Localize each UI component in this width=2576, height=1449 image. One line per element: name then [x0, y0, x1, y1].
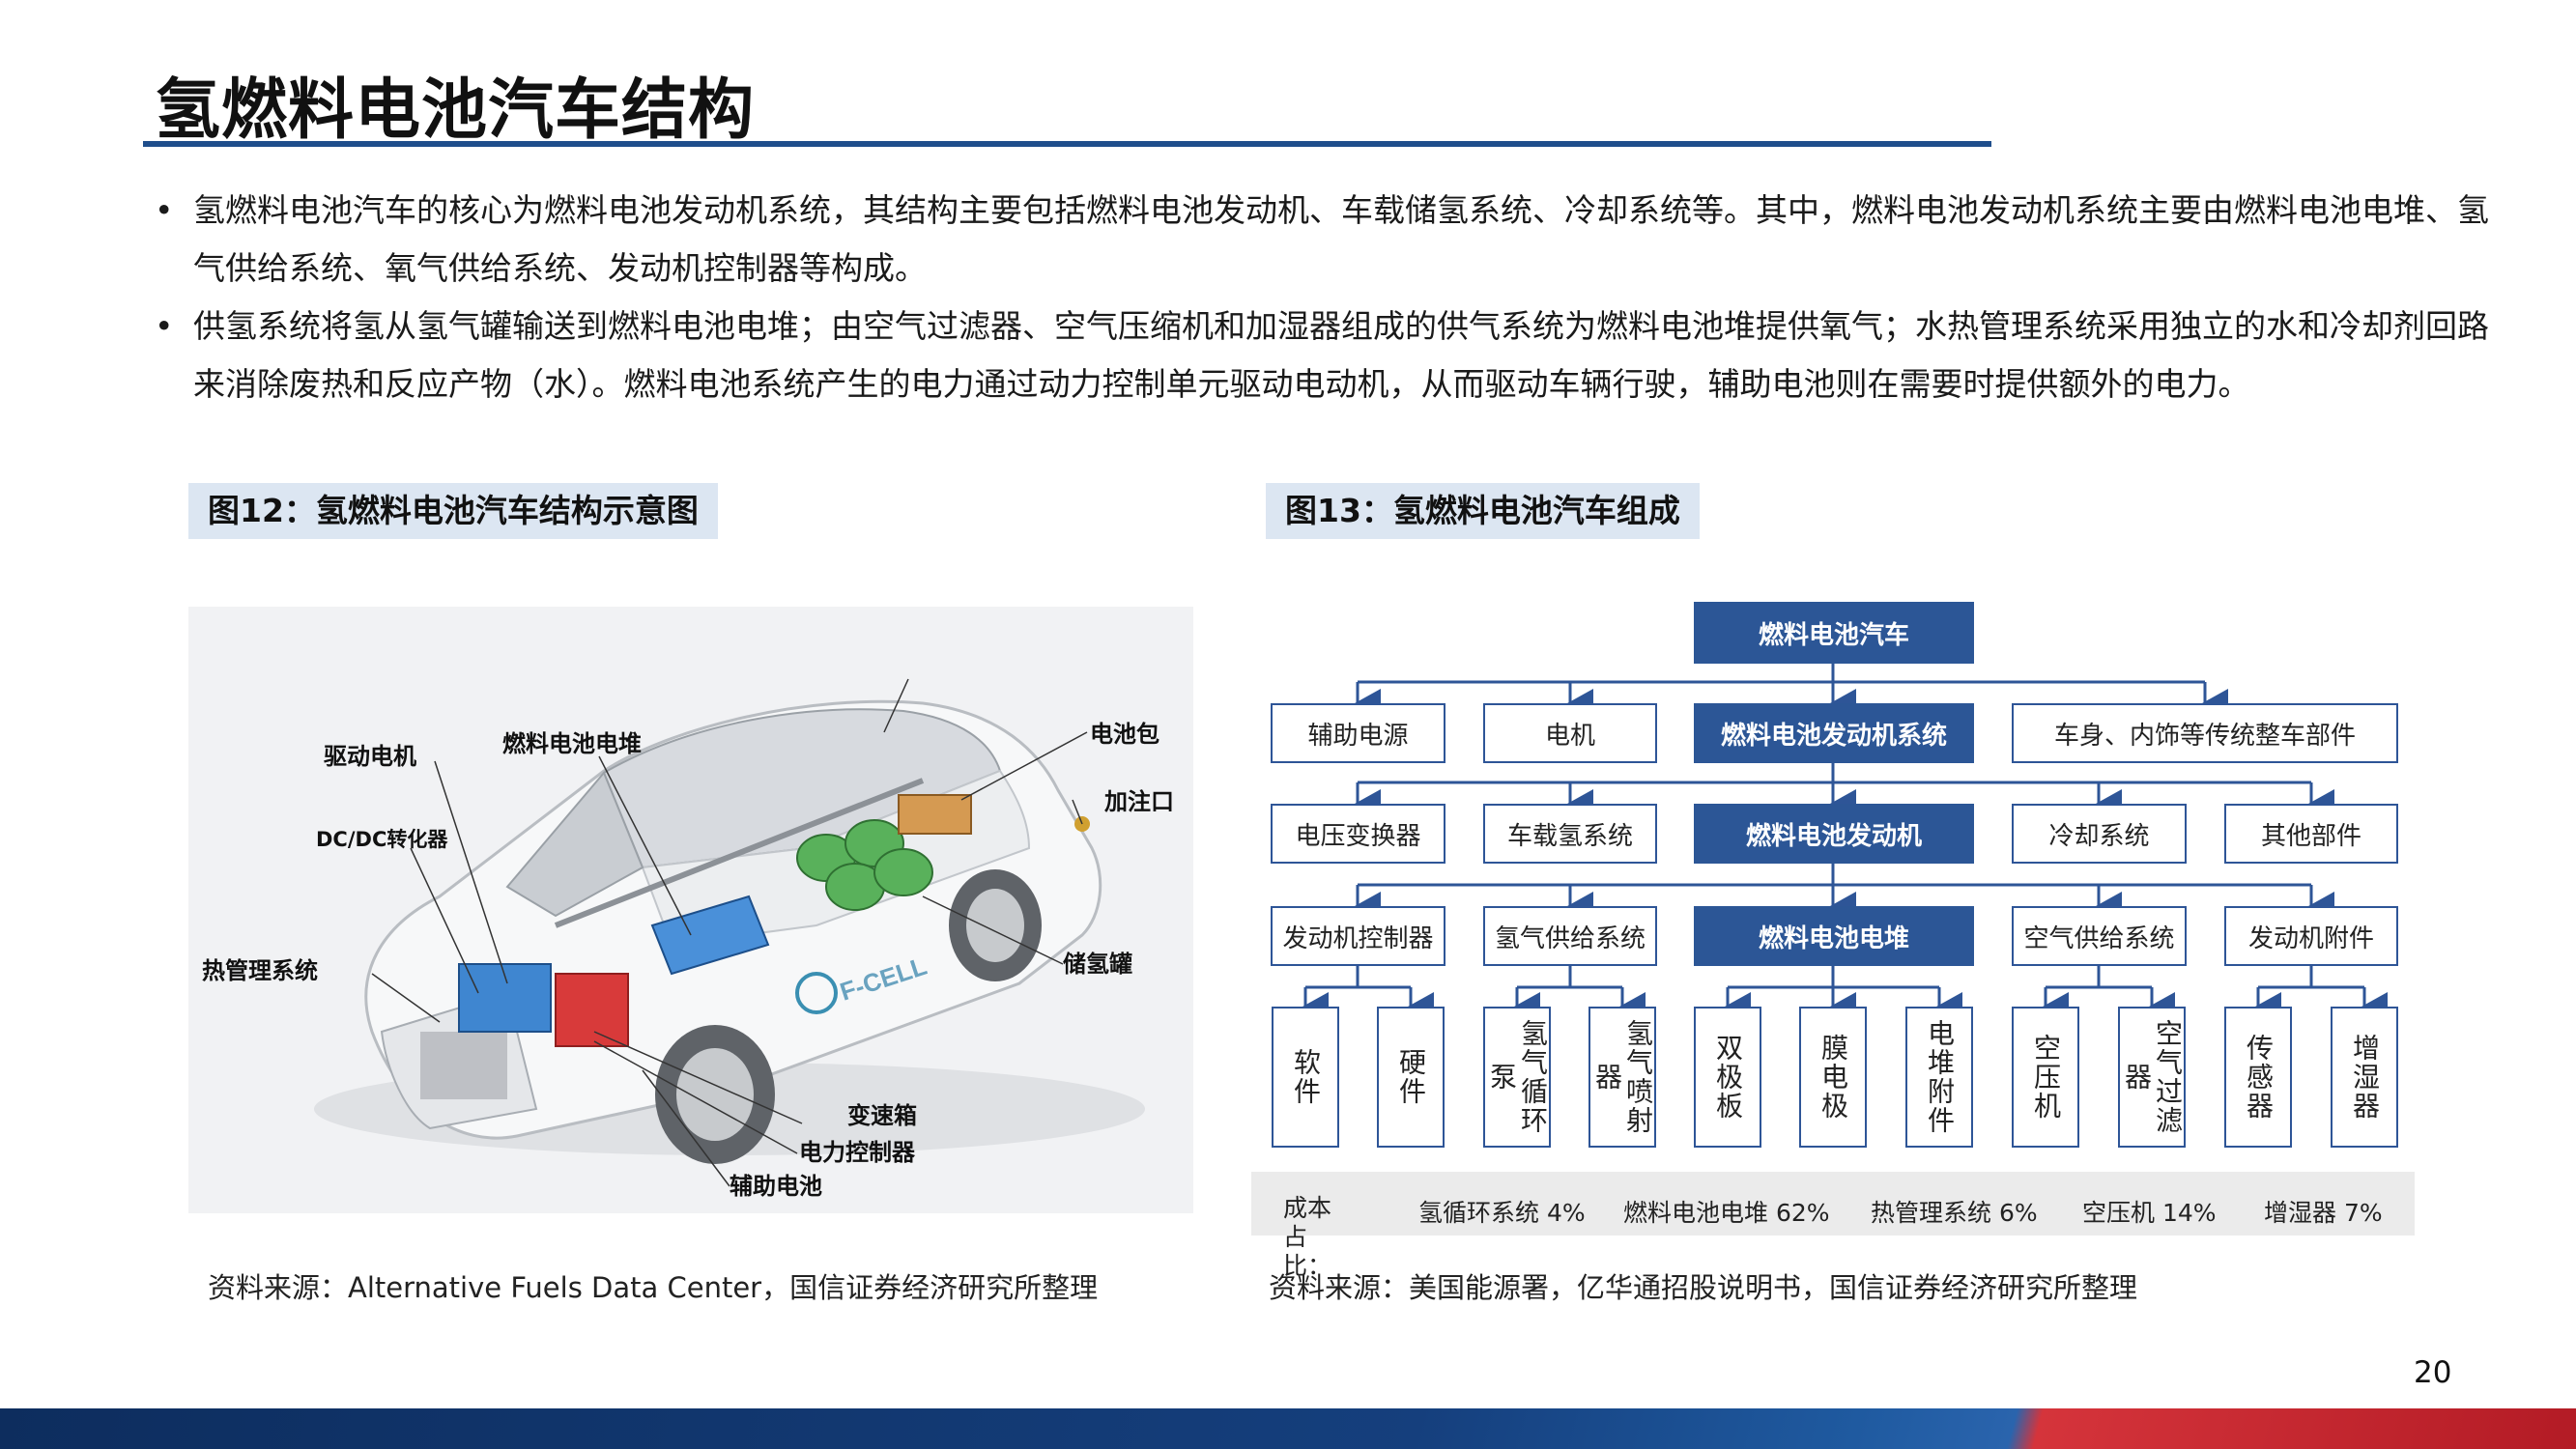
tree-l4-software: 软件	[1272, 1007, 1339, 1148]
figure-13-source: 资料来源：美国能源署，亿华通招股说明书，国信证券经济研究所整理	[1269, 1271, 2138, 1304]
cost-item: 燃料电池电堆 62%	[1623, 1199, 1830, 1227]
car-structure-image: F-CELL	[314, 678, 1145, 1187]
tree-l3-engine-controller: 发动机控制器	[1271, 906, 1445, 966]
tree-l2-cooling: 冷却系统	[2012, 804, 2187, 864]
tree-l4-h2-injector: 氢气喷射器	[1589, 1007, 1656, 1148]
label-drive-motor: 驱动电机	[324, 743, 416, 770]
footer-bar	[0, 1408, 2576, 1449]
figure-13-caption: 图13：氢燃料电池汽车组成	[1266, 483, 1700, 539]
tree-l4-air-compressor: 空压机	[2012, 1007, 2079, 1148]
bullet-text: 供氢系统将氢从氢气罐输送到燃料电池电堆；由空气过滤器、空气压缩机和加湿器组成的供…	[193, 307, 2489, 403]
label-h2-tank: 储氢罐	[1063, 951, 1132, 978]
tree-l3-fc-stack: 燃料电池电堆	[1694, 906, 1974, 966]
title-underline	[143, 141, 1991, 147]
label-thermal: 热管理系统	[202, 957, 318, 984]
tree-l4-mea: 膜电极	[1799, 1007, 1867, 1148]
tree-l4-stack-accessories: 电堆附件	[1905, 1007, 1973, 1148]
figure-12-source: 资料来源：Alternative Fuels Data Center，国信证券经…	[208, 1271, 1099, 1304]
cost-item: 增湿器 7%	[2264, 1199, 2383, 1227]
label-dcdc: DC/DC转化器	[316, 828, 448, 851]
cost-share-label: 成本占比：	[1283, 1194, 1332, 1280]
tree-l2-other-parts: 其他部件	[2224, 804, 2398, 864]
label-aux-battery: 辅助电池	[730, 1173, 822, 1200]
bullet-paragraph-1: • 氢燃料电池汽车的核心为燃料电池发动机系统，其结构主要包括燃料电池发动机、车载…	[155, 182, 2512, 298]
tree-l1-body-parts: 车身、内饰等传统整车部件	[2012, 703, 2398, 763]
tree-l3-engine-accessories: 发动机附件	[2224, 906, 2398, 966]
tree-l2-fc-engine: 燃料电池发动机	[1694, 804, 1974, 864]
bullet-paragraph-2: • 供氢系统将氢从氢气罐输送到燃料电池电堆；由空气过滤器、空气压缩机和加湿器组成…	[155, 298, 2512, 413]
label-filler: 加注口	[1104, 788, 1174, 815]
tree-l4-h2-pump: 氢气循环泵	[1483, 1007, 1551, 1148]
label-battery-pack: 电池包	[1090, 721, 1159, 748]
tree-l2-onboard-h2: 车载氢系统	[1483, 804, 1657, 864]
car-illustration: F-CELL 驱动电机 燃料电池电堆 电池包 加注口 DC/DC转化器 热管理系…	[188, 607, 1193, 1213]
tree-l3-h2-supply: 氢气供给系统	[1483, 906, 1657, 966]
tree-l4-air-filter: 空气过滤器	[2118, 1007, 2186, 1148]
cost-item: 热管理系统 6%	[1871, 1199, 2038, 1227]
figure-12-caption: 图12：氢燃料电池汽车结构示意图	[188, 483, 718, 539]
tree-l4-hardware: 硬件	[1377, 1007, 1445, 1148]
tree-l4-bipolar-plate: 双极板	[1694, 1007, 1761, 1148]
label-gearbox: 变速箱	[847, 1102, 917, 1129]
tree-l1-aux-power: 辅助电源	[1271, 703, 1445, 763]
tree-l1-motor: 电机	[1483, 703, 1657, 763]
cost-item: 氢循环系统 4%	[1418, 1199, 1586, 1227]
tree-root: 燃料电池汽车	[1694, 602, 1974, 664]
cost-item: 空压机 14%	[2082, 1199, 2217, 1227]
page-number: 20	[2414, 1355, 2452, 1390]
tree-l2-voltage-converter: 电压变换器	[1271, 804, 1445, 864]
label-fuel-cell-stack: 燃料电池电堆	[502, 730, 642, 757]
tree-l1-fc-engine-system: 燃料电池发动机系统	[1694, 703, 1974, 763]
tree-l3-air-supply: 空气供给系统	[2012, 906, 2187, 966]
tree-l4-sensor: 传感器	[2224, 1007, 2292, 1148]
bullet-dot-icon: •	[155, 307, 174, 345]
cost-share-bar	[1251, 1172, 2415, 1236]
label-power-controller: 电力控制器	[799, 1139, 915, 1166]
bullet-text: 氢燃料电池汽车的核心为燃料电池发动机系统，其结构主要包括燃料电池发动机、车载储氢…	[193, 191, 2489, 287]
tree-l4-humidifier: 增湿器	[2331, 1007, 2398, 1148]
bullet-dot-icon: •	[155, 191, 174, 229]
page-title: 氢燃料电池汽车结构	[155, 72, 756, 149]
